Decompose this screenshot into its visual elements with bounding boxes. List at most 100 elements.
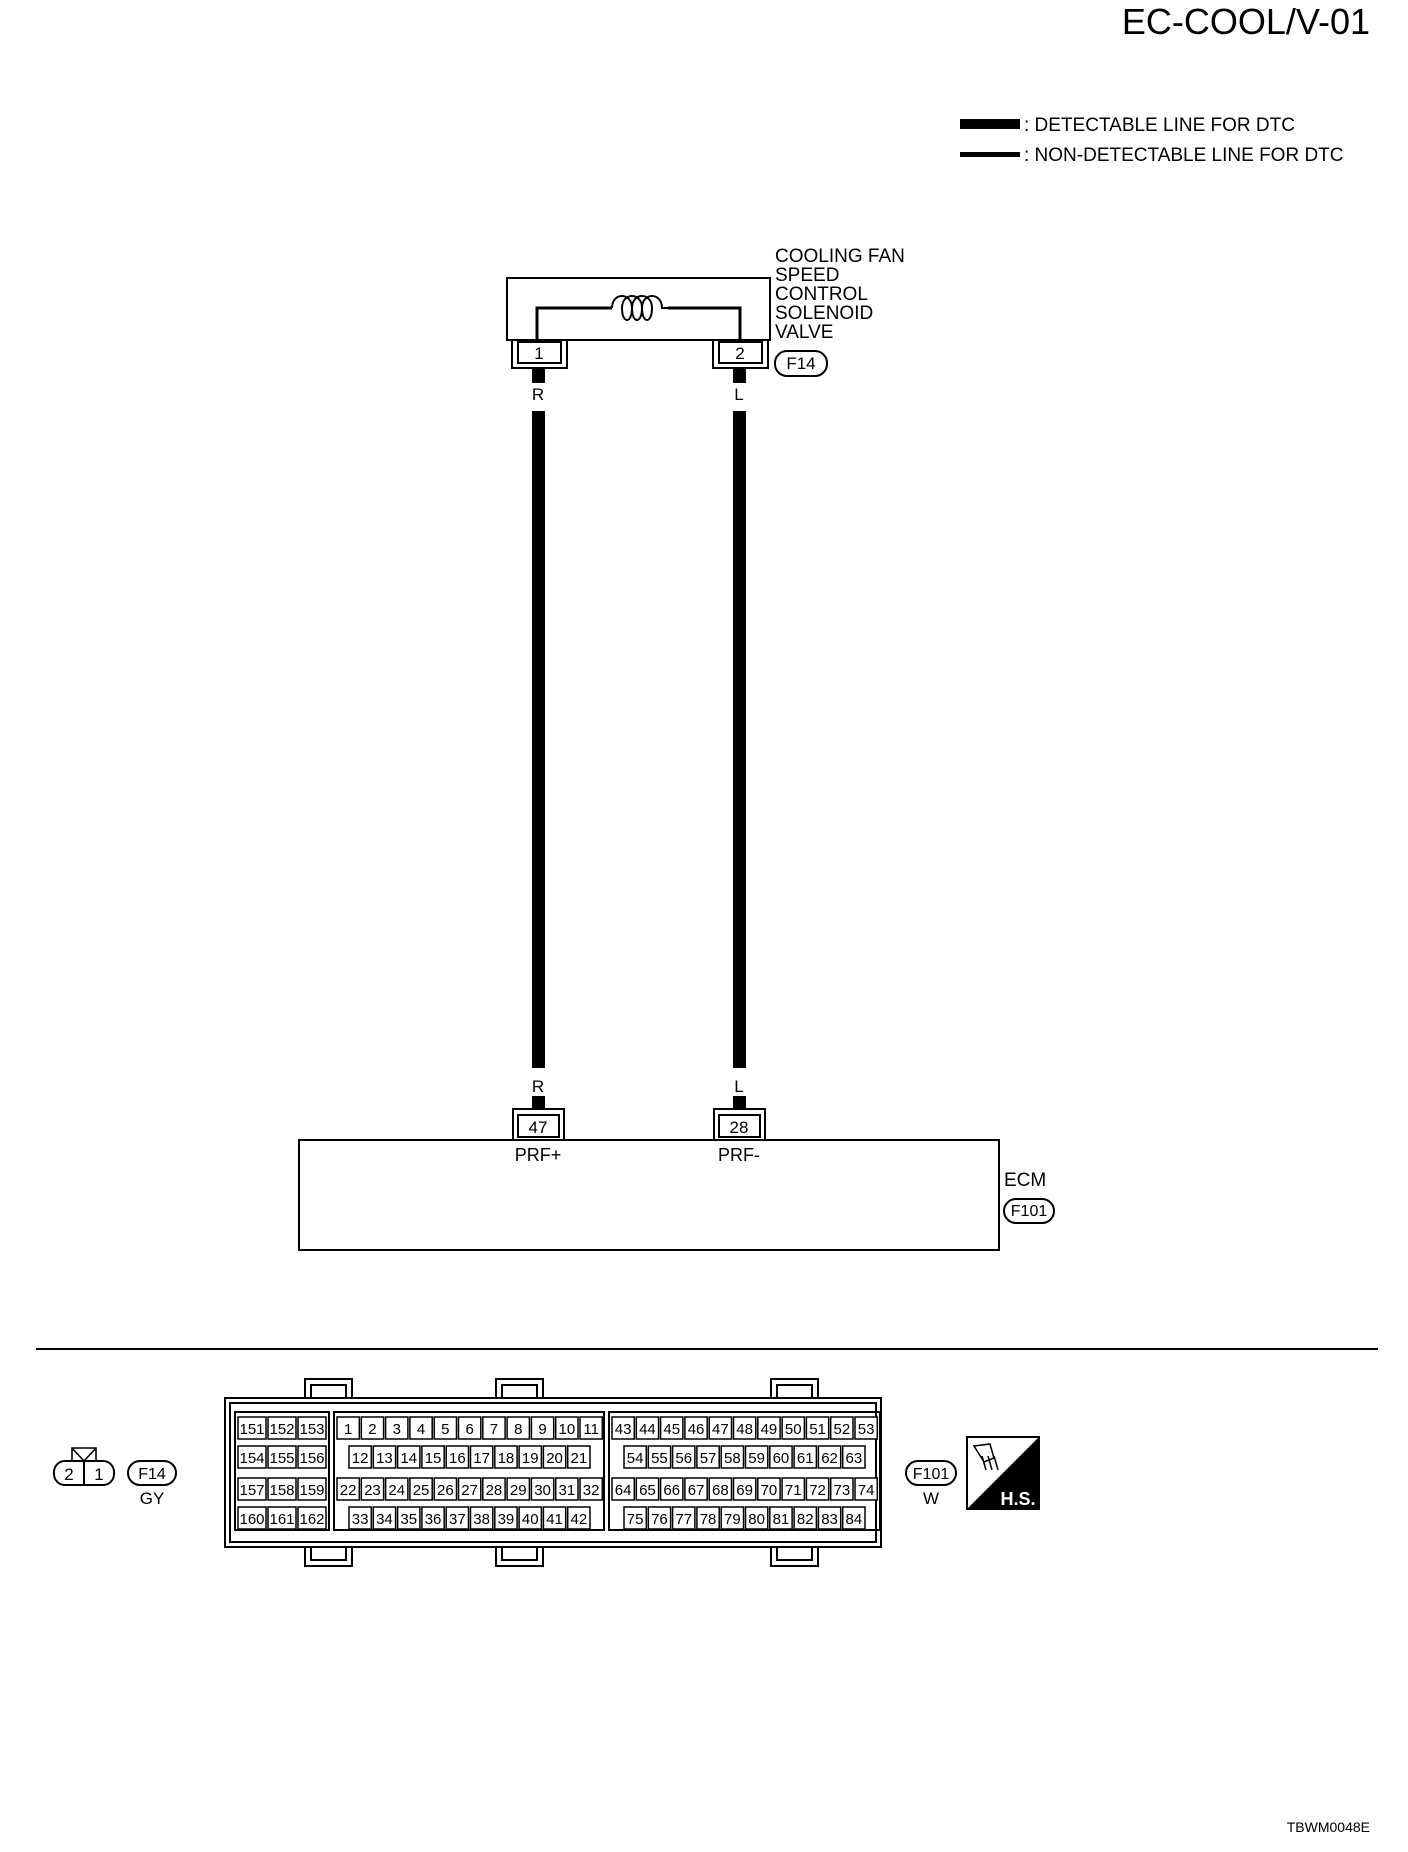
cooling-fan-solenoid-valve: COOLING FAN SPEED CONTROL SOLENOID VALVE	[506, 246, 905, 344]
f101-pin-label: 47	[712, 1421, 729, 1438]
ecm-pin-28: 28	[713, 1108, 766, 1140]
ecm-body	[298, 1139, 1000, 1251]
f101-pin-cell	[445, 1445, 470, 1469]
f101-pin-cell	[494, 1506, 518, 1530]
f101-pin-label: 22	[340, 1482, 357, 1499]
f101-pin-label: 45	[663, 1421, 680, 1438]
wire-l-color-top: L	[734, 385, 743, 404]
f101-pin-label: 67	[688, 1482, 705, 1499]
solenoid-pin-1-label: 1	[534, 344, 543, 363]
f101-pin-cell	[744, 1506, 769, 1530]
f101-pin-label: 29	[510, 1482, 527, 1499]
f101-housing	[224, 1378, 882, 1567]
f101-pin-label: 42	[571, 1511, 588, 1528]
legend-detectable-label: : DETECTABLE LINE FOR DTC	[1024, 115, 1295, 136]
f101-pin-cell	[611, 1477, 636, 1501]
f101-pin-label: 58	[724, 1450, 741, 1467]
f101-pin-cell	[237, 1416, 267, 1440]
connector-tag-f101: F101	[1003, 1198, 1055, 1224]
f101-pin-label: 77	[675, 1511, 692, 1528]
f101-pin-cell	[506, 1416, 531, 1440]
coil-icon	[611, 295, 668, 321]
f101-pin-label: 37	[449, 1511, 466, 1528]
f101-pin-cell	[482, 1477, 506, 1501]
f14-key-icon	[71, 1447, 97, 1463]
f101-pin-label: 49	[761, 1421, 778, 1438]
f101-pin-label: 160	[239, 1511, 264, 1528]
page-code: EC-COOL/V-01	[1122, 1, 1370, 42]
f101-pin-label: 155	[269, 1450, 294, 1467]
f101-pin-label: 30	[534, 1482, 551, 1499]
f101-pin-cell	[744, 1445, 769, 1469]
solenoid-internal-wire	[535, 306, 742, 344]
f14-face-pin-2: 2	[64, 1465, 73, 1484]
f101-pin-label: 159	[299, 1482, 324, 1499]
f101-pin-cell	[720, 1506, 745, 1530]
f101-pin-label: 59	[748, 1450, 765, 1467]
wire-l: L L	[733, 369, 746, 1108]
f101-pin-cell	[757, 1416, 781, 1440]
f101-pin-cell	[769, 1445, 793, 1469]
f101-pin-cell	[506, 1477, 531, 1501]
f101-pin-label: 162	[299, 1511, 324, 1528]
f101-pin-label: 62	[821, 1450, 838, 1467]
f101-pin-label: 156	[299, 1450, 324, 1467]
f14-face-color: GY	[140, 1489, 165, 1508]
f101-pin-cell	[732, 1477, 757, 1501]
f101-pin-label: 14	[400, 1450, 417, 1467]
f101-pin-label: 70	[761, 1482, 778, 1499]
f101-pin-cell	[684, 1416, 708, 1440]
f101-pin-cell	[372, 1445, 397, 1469]
f101-pin-cell	[348, 1506, 373, 1530]
hs-badge-label: H.S.	[1000, 1489, 1035, 1509]
f101-pin-label: 154	[239, 1450, 264, 1467]
f101-pin-label: 3	[393, 1421, 401, 1438]
f101-pin-label: 39	[498, 1511, 515, 1528]
solenoid-body	[506, 277, 771, 341]
f101-pin-cell	[805, 1416, 830, 1440]
f101-pin-label: 9	[538, 1421, 546, 1438]
f101-pin-cell	[854, 1416, 879, 1440]
f101-pin-label: 40	[522, 1511, 539, 1528]
ecm-terminal-prf-plus: PRF+	[515, 1145, 562, 1165]
f101-pin-label: 35	[400, 1511, 417, 1528]
f101-pin-cell	[841, 1445, 866, 1469]
ecm-pin-47-label: 47	[529, 1118, 548, 1137]
f101-pin-cell	[409, 1477, 433, 1501]
f101-pin-label: 21	[571, 1450, 588, 1467]
f101-pin-label: 151	[239, 1421, 264, 1438]
f101-pin-label: 71	[785, 1482, 802, 1499]
f101-pin-cell	[720, 1445, 745, 1469]
f101-pin-label: 63	[846, 1450, 863, 1467]
f101-pin-label: 44	[639, 1421, 656, 1438]
f101-pin-cell	[518, 1506, 543, 1530]
f101-pin-label: 26	[437, 1482, 454, 1499]
f101-pin-cell	[542, 1506, 567, 1530]
f101-pin-cell	[769, 1506, 793, 1530]
f101-pin-label: 43	[615, 1421, 632, 1438]
f101-pin-label: 34	[376, 1511, 393, 1528]
connector-tag-f14-label: F14	[786, 354, 815, 373]
f101-pin-label: 38	[473, 1511, 490, 1528]
f101-pin-label: 1	[344, 1421, 352, 1438]
f101-pin-cell	[482, 1416, 506, 1440]
f101-pin-label: 16	[449, 1450, 466, 1467]
f101-pin-cell	[623, 1445, 648, 1469]
f101-pin-cell	[635, 1477, 660, 1501]
f101-pin-label: 56	[675, 1450, 692, 1467]
f101-pin-label: 33	[352, 1511, 369, 1528]
f101-pin-label: 13	[376, 1450, 393, 1467]
f101-pin-cell	[530, 1477, 555, 1501]
f101-pin-cell	[566, 1506, 591, 1530]
ecm-label: ECM	[1004, 1170, 1046, 1191]
ecm-pin-28-label: 28	[730, 1118, 749, 1137]
f101-pin-cell	[554, 1416, 579, 1440]
solenoid-label-line-4: SOLENOID	[775, 303, 873, 324]
f101-pin-label: 81	[773, 1511, 790, 1528]
legend-detectable-line	[960, 119, 1020, 129]
f101-pin-label: 41	[546, 1511, 563, 1528]
f101-pin-label: 27	[461, 1482, 478, 1499]
